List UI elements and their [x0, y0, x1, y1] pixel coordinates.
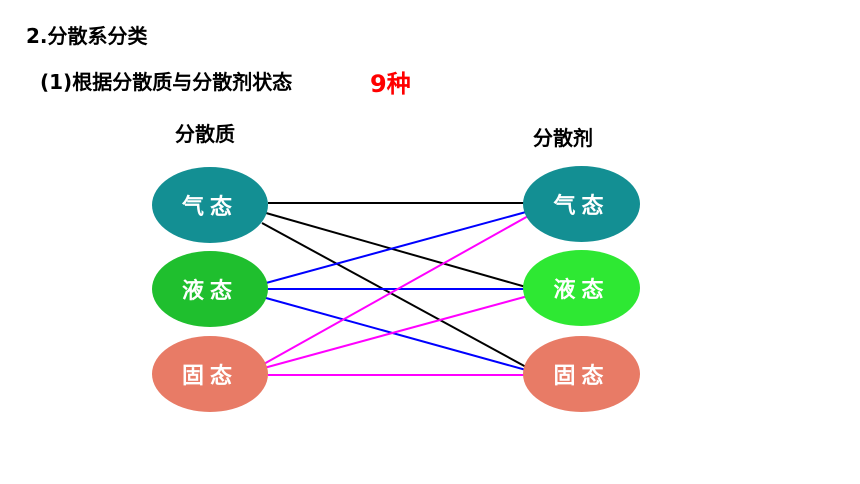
dispersed-phase-header: 分散质	[175, 122, 235, 146]
left-node-liquid: 液态	[152, 251, 268, 327]
link-solid-liquid	[263, 295, 529, 369]
link-gas-solid	[261, 222, 529, 369]
link-liquid-gas	[265, 211, 527, 284]
count-label: 9种	[370, 70, 411, 98]
dispersion-medium-header: 分散剂	[533, 126, 593, 150]
link-solid-gas	[261, 214, 531, 366]
left-node-gas: 气态	[152, 167, 268, 243]
right-node-gas: 气态	[523, 166, 640, 242]
link-gas-liquid	[265, 212, 527, 288]
left-node-solid: 固态	[152, 336, 268, 412]
right-node-solid: 固态	[523, 336, 640, 412]
subsection-heading: (1)根据分散质与分散剂状态	[40, 70, 293, 94]
section-heading: 2.分散系分类	[26, 24, 148, 48]
right-node-liquid: 液态	[523, 250, 640, 326]
link-liquid-solid	[265, 297, 527, 371]
